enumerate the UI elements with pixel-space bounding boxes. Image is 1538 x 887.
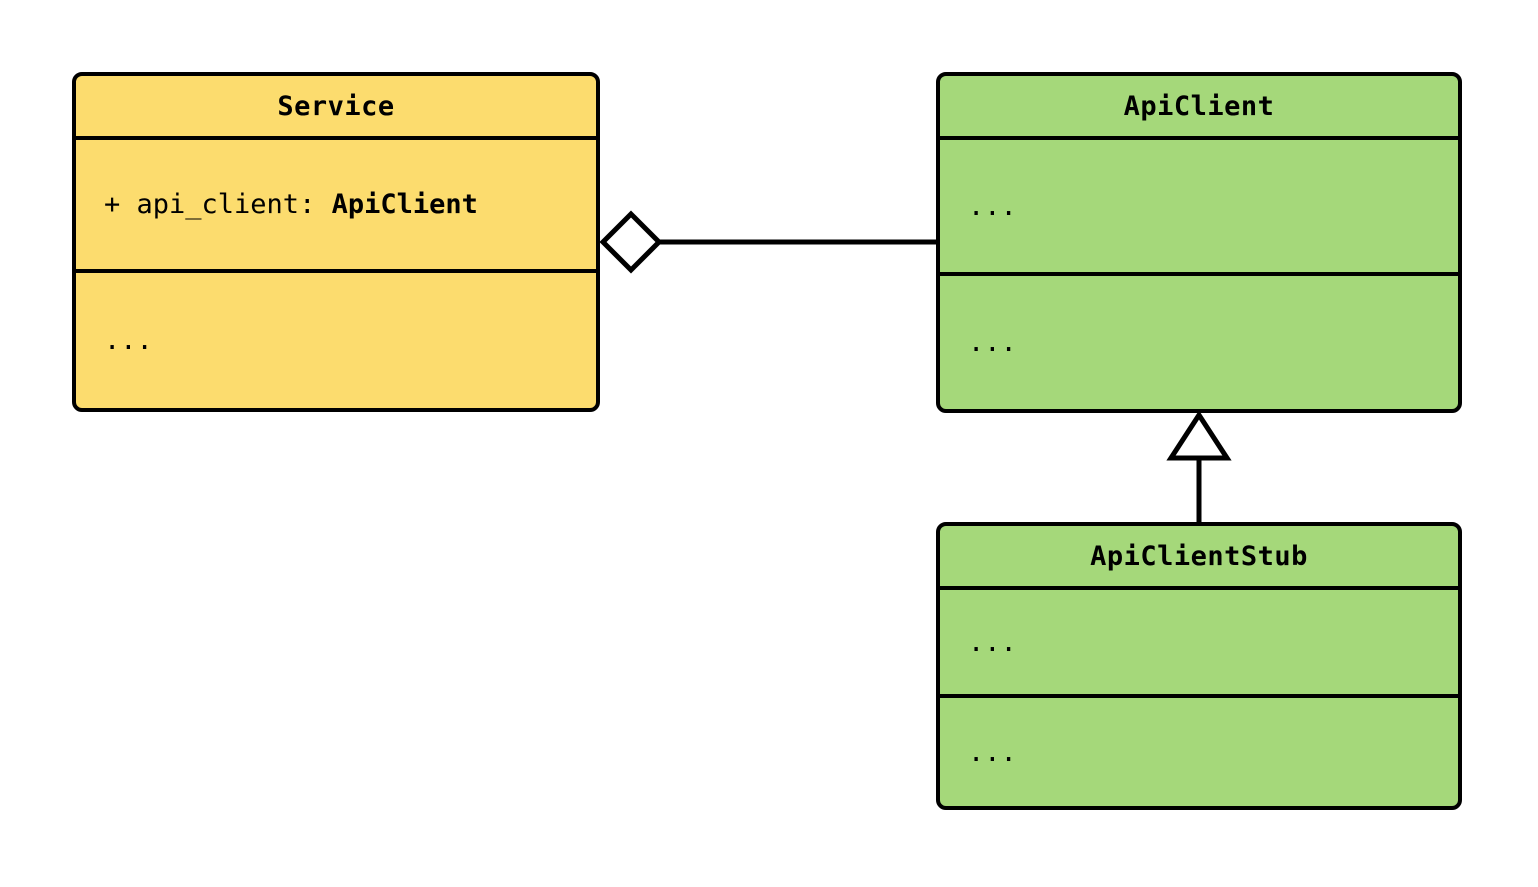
class-attributes-apiclient: ...: [940, 140, 1458, 276]
class-attributes-apiclientstub: ...: [940, 590, 1458, 698]
class-box-service[interactable]: Service + api_client: ApiClient ...: [72, 72, 600, 412]
class-operations-apiclient: ...: [968, 327, 1017, 358]
attribute-visibility-and-name: + api_client:: [104, 189, 332, 220]
class-title-apiclient: ApiClient: [940, 76, 1458, 140]
class-title-apiclientstub: ApiClientStub: [940, 526, 1458, 590]
class-operations-service: ...: [104, 325, 153, 356]
class-operations-apiclientstub: ...: [968, 736, 1017, 768]
generalization-hollow-triangle-icon: [1166, 410, 1232, 461]
class-title-service: Service: [76, 76, 596, 140]
aggregation-hollow-diamond-icon: [599, 210, 663, 274]
class-box-apiclient[interactable]: ApiClient ... ...: [936, 72, 1462, 413]
class-box-apiclientstub[interactable]: ApiClientStub ... ...: [936, 522, 1462, 810]
class-attributes-service: + api_client: ApiClient: [76, 140, 596, 273]
attribute-type-apiclient: ApiClient: [331, 189, 478, 220]
